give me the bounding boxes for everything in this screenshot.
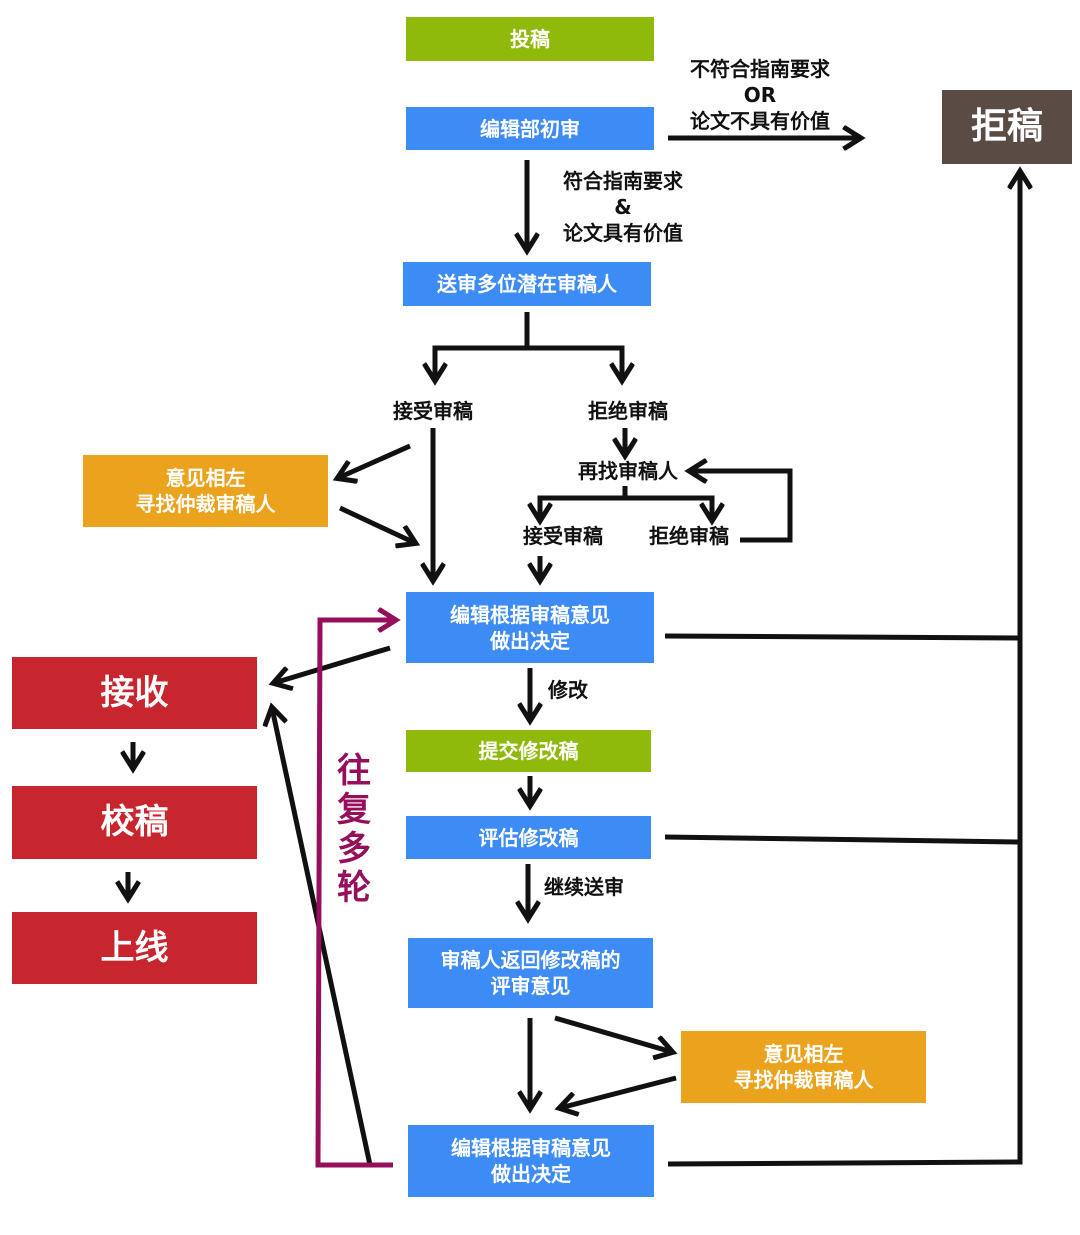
node-decision-2: 编辑根据审稿意见 做出决定 <box>408 1125 654 1197</box>
line-decision1-right <box>664 633 1021 641</box>
label-accept-review: 接受审稿 <box>393 399 473 423</box>
arrow-decision-to-accept <box>274 645 391 683</box>
label-meet-requirements: 符合指南要求 & 论文具有价值 <box>563 169 683 245</box>
node-initial-review: 编辑部初审 <box>406 107 654 150</box>
arrow-decline-loop <box>690 471 793 543</box>
arrow-to-arbitrate-2 <box>554 1015 672 1052</box>
node-proofread: 校稿 <box>12 786 257 859</box>
label-accept-review-2: 接受审稿 <box>523 524 603 548</box>
label-decline-review: 拒绝审稿 <box>588 399 668 423</box>
node-arbitrate-2: 意见相左 寻找仲裁审稿人 <box>681 1031 926 1103</box>
node-reject: 拒稿 <box>942 90 1072 164</box>
arrow-to-arbitrate-1 <box>338 443 412 478</box>
arrow-split-right <box>527 345 622 380</box>
label-not-meet-requirements: 不符合指南要求 OR 论文不具有价值 <box>690 57 830 133</box>
arrow-find-split-right <box>625 495 712 520</box>
arrow-decision2-to-reject <box>667 172 1020 1167</box>
node-decision-1: 编辑根据审稿意见 做出决定 <box>406 592 654 663</box>
node-reviewer-return: 审稿人返回修改稿的 评审意见 <box>408 938 653 1008</box>
label-continue-review: 继续送审 <box>544 875 624 899</box>
label-find-reviewer-again: 再找审稿人 <box>578 459 678 483</box>
node-accept: 接收 <box>12 657 257 729</box>
label-multiple-rounds: 往 复 多 轮 <box>337 751 371 909</box>
node-submit: 投稿 <box>406 17 654 61</box>
arrow-find-split-left <box>540 486 628 520</box>
arrow-multiple-rounds <box>315 620 395 1168</box>
node-evaluate-revision: 评估修改稿 <box>406 816 651 859</box>
label-revise: 修改 <box>548 678 588 702</box>
arrow-decision2-to-accept <box>272 708 393 1168</box>
node-send-review: 送审多位潜在审稿人 <box>403 262 651 306</box>
arrow-from-arbitrate-1 <box>338 505 415 543</box>
label-decline-review-2: 拒绝审稿 <box>649 524 729 548</box>
arrow-from-arbitrate-2 <box>560 1075 677 1108</box>
node-submit-revision: 提交修改稿 <box>406 730 651 772</box>
arrow-split <box>435 312 530 380</box>
line-evaluate-right <box>664 834 1021 845</box>
node-arbitrate-1: 意见相左 寻找仲裁审稿人 <box>83 455 328 527</box>
node-online: 上线 <box>12 912 257 984</box>
